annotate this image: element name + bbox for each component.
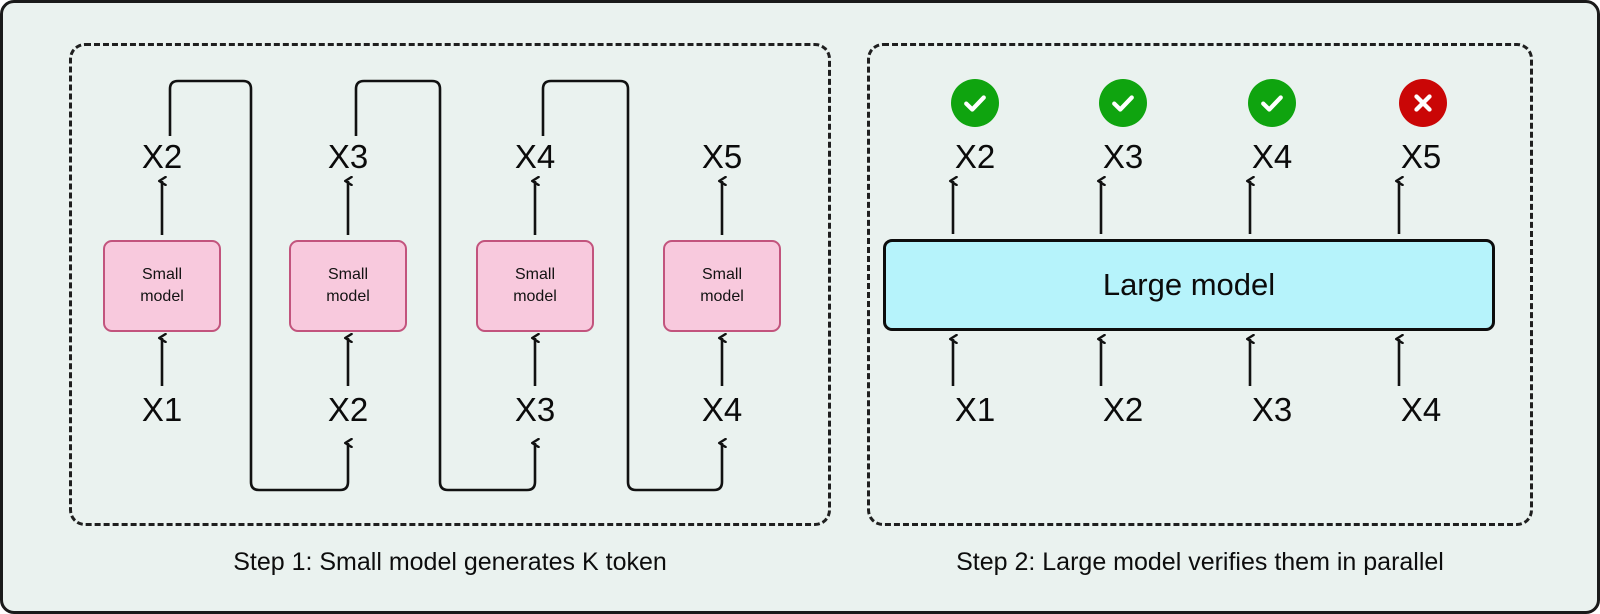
small-model-box-4: Small model xyxy=(663,240,781,332)
output-token-step1-4: X5 xyxy=(701,138,743,175)
large-model-label: Large model xyxy=(1102,267,1276,302)
output-token-step2-2: X3 xyxy=(1102,138,1144,175)
input-token-step2-1: X1 xyxy=(954,391,996,428)
output-token-step1-2: X3 xyxy=(327,138,369,175)
small-model-label-line2: model xyxy=(326,288,370,305)
small-model-label-line2: model xyxy=(140,288,184,305)
small-model-label-line2: model xyxy=(513,288,557,305)
check-icon xyxy=(1261,95,1283,112)
panel-step-1 xyxy=(69,43,831,526)
large-model-box: Large model xyxy=(883,239,1495,331)
input-token-step1-4: X4 xyxy=(701,391,743,428)
output-token-step2-1: X2 xyxy=(954,138,996,175)
small-model-label-line1: Small xyxy=(701,266,742,284)
verdict-badge-accepted-2 xyxy=(1099,79,1147,127)
small-model-label-line1: Small xyxy=(141,266,182,284)
small-model-box-2: Small model xyxy=(289,240,407,332)
output-token-step1-3: X4 xyxy=(514,138,556,175)
caption-step-1: Step 1: Small model generates K token xyxy=(233,548,667,576)
output-token-step2-4: X5 xyxy=(1400,138,1442,175)
small-model-label-line1: Small xyxy=(514,266,555,284)
verdict-badge-rejected-4 xyxy=(1399,79,1447,127)
input-token-step1-3: X3 xyxy=(514,391,556,428)
input-token-step2-3: X3 xyxy=(1251,391,1293,428)
small-model-label-line1: Small xyxy=(327,266,368,284)
check-icon xyxy=(964,95,986,112)
input-token-step2-2: X2 xyxy=(1102,391,1144,428)
verdict-badge-accepted-3 xyxy=(1248,79,1296,127)
small-model-box-3: Small model xyxy=(476,240,594,332)
small-model-box-1: Small model xyxy=(103,240,221,332)
input-token-step1-2: X2 xyxy=(327,391,369,428)
output-token-step2-3: X4 xyxy=(1251,138,1293,175)
caption-step-2: Step 2: Large model verifies them in par… xyxy=(956,548,1444,576)
verdict-badge-accepted-1 xyxy=(951,79,999,127)
panel-step-2 xyxy=(867,43,1533,526)
input-token-step1-1: X1 xyxy=(141,391,183,428)
small-model-label-line2: model xyxy=(700,288,744,305)
cross-icon xyxy=(1414,94,1432,112)
input-token-step2-4: X4 xyxy=(1400,391,1442,428)
output-token-step1-1: X2 xyxy=(141,138,183,175)
check-icon xyxy=(1112,95,1134,112)
